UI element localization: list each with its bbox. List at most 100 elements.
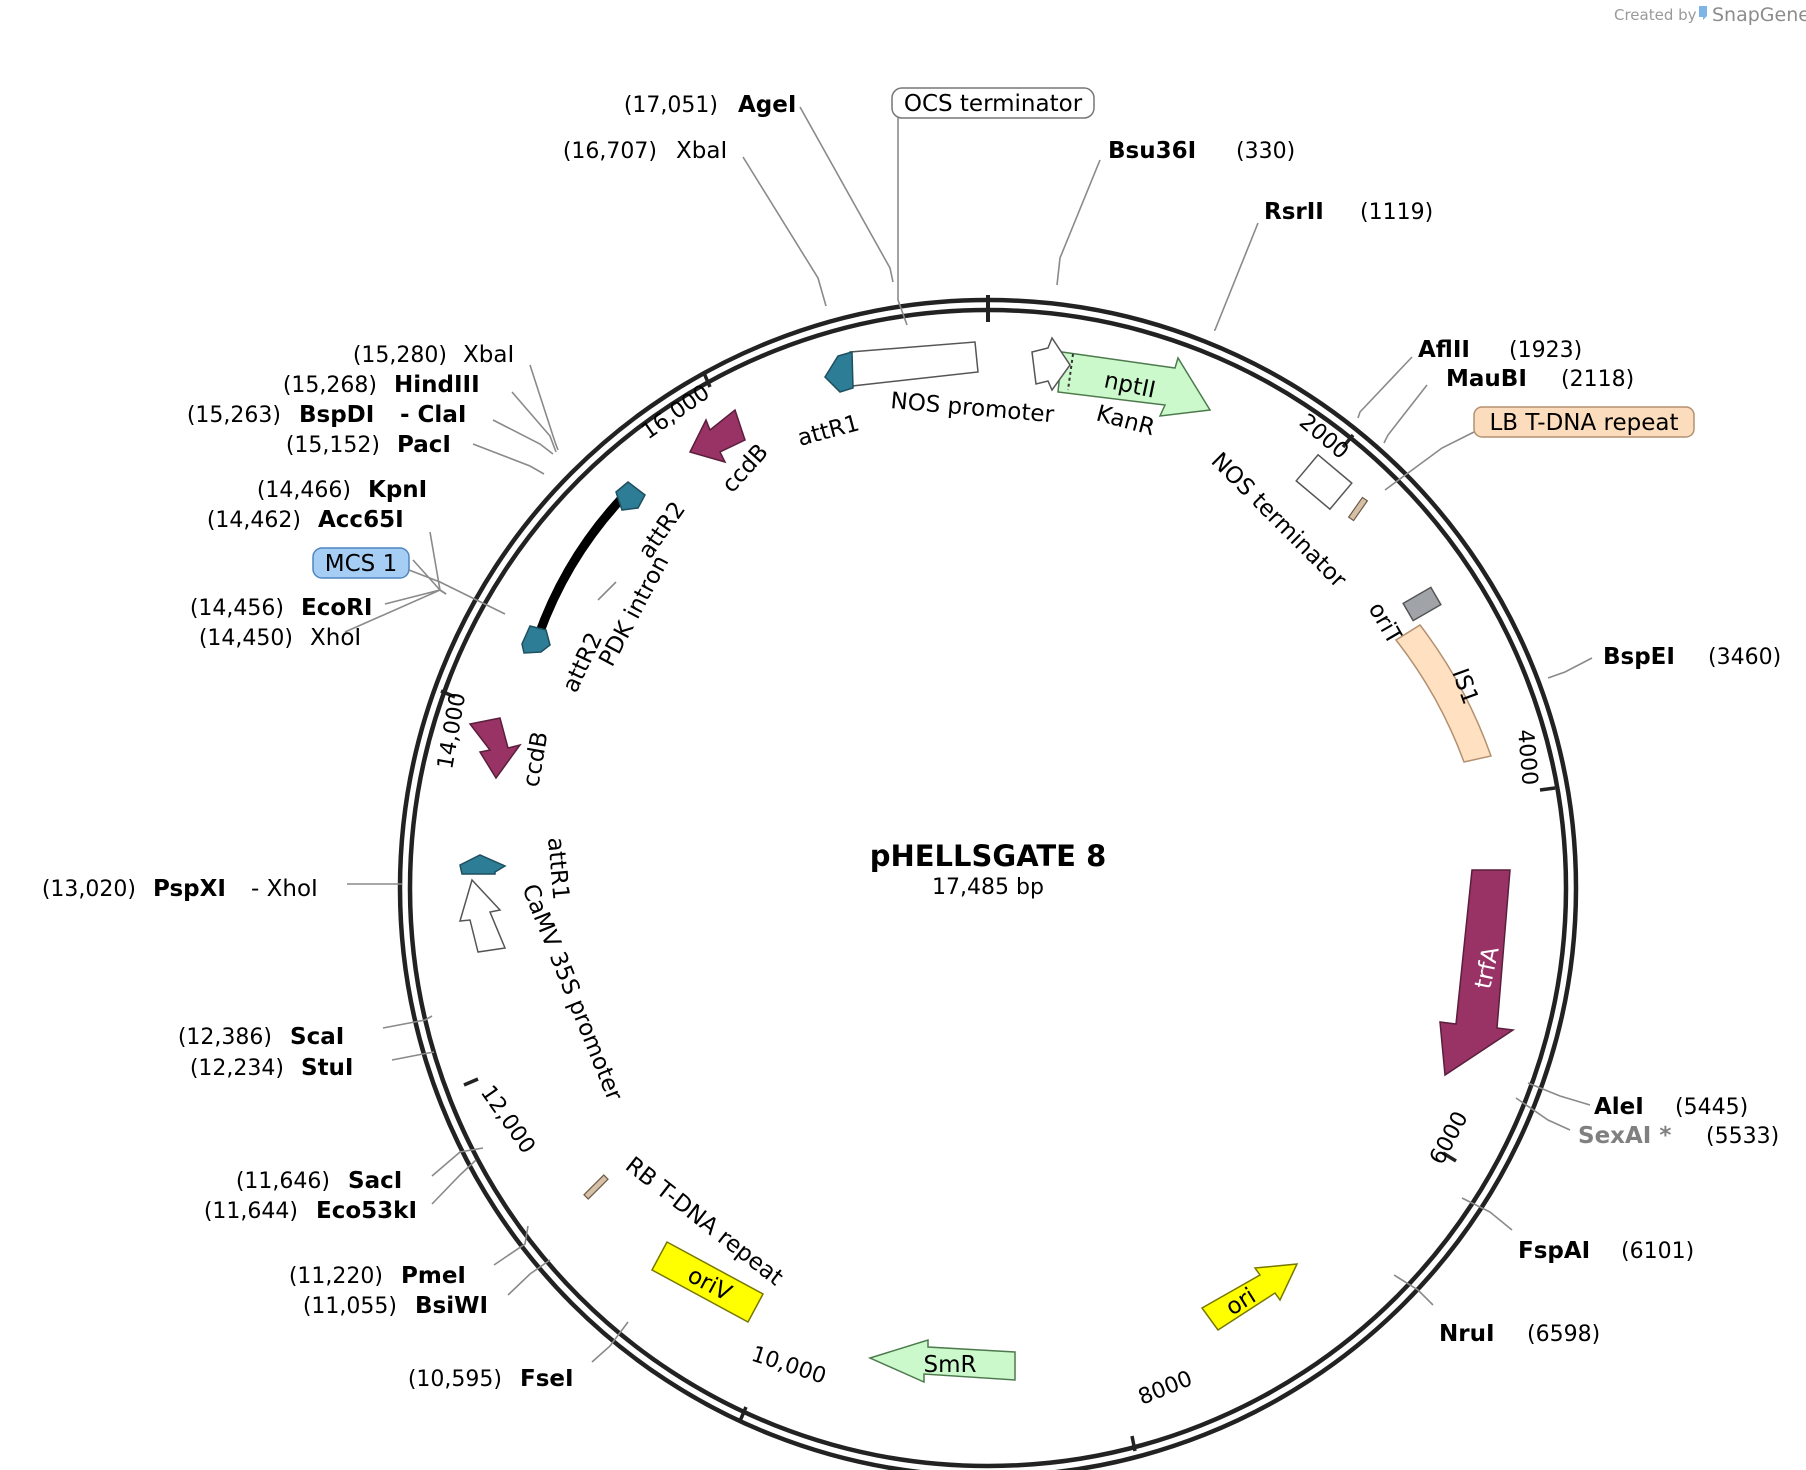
site-nrui: NruI (6598) bbox=[1439, 1321, 1600, 1347]
svg-text:HindIII: HindIII bbox=[394, 372, 480, 398]
svg-text:PacI: PacI bbox=[397, 432, 451, 458]
site-bspdi: (15,263) BspDI - ClaI bbox=[187, 402, 467, 428]
rb-repeat-feature bbox=[583, 1174, 609, 1200]
svg-text:- XhoI: - XhoI bbox=[251, 876, 318, 902]
attr2-upper-label: attR2 bbox=[634, 497, 691, 563]
pdk-intron-feature bbox=[533, 494, 626, 639]
site-leaders bbox=[344, 106, 1593, 1363]
ocs-terminator-label: OCS terminator bbox=[904, 91, 1083, 117]
trfa-feature bbox=[1439, 869, 1516, 1077]
svg-text:StuI: StuI bbox=[301, 1055, 354, 1081]
svg-text:(3460): (3460) bbox=[1708, 645, 1781, 670]
svg-text:(11,055): (11,055) bbox=[303, 1294, 397, 1319]
site-fsei: (10,595) FseI bbox=[408, 1366, 574, 1392]
site-bsu36i: Bsu36I (330) bbox=[1108, 138, 1295, 164]
site-maubi: MauBI (2118) bbox=[1446, 366, 1634, 392]
camv-promoter-feature bbox=[458, 878, 507, 953]
site-pspxi: (13,020) PspXI - XhoI bbox=[42, 876, 318, 902]
ori-feature bbox=[1200, 1263, 1299, 1332]
svg-text:FseI: FseI bbox=[520, 1366, 574, 1392]
svg-text:(11,644): (11,644) bbox=[204, 1199, 298, 1224]
svg-text:(17,051): (17,051) bbox=[624, 93, 718, 118]
svg-text:Eco53kI: Eco53kI bbox=[316, 1198, 417, 1224]
svg-text:(5445): (5445) bbox=[1675, 1095, 1748, 1120]
mcs-label-box bbox=[312, 547, 410, 579]
ccdb-lower-feature bbox=[468, 717, 522, 780]
svg-text:NruI: NruI bbox=[1439, 1321, 1495, 1347]
svg-text:EcoRI: EcoRI bbox=[301, 595, 372, 621]
site-eco53ki: (11,644) Eco53kI bbox=[204, 1198, 417, 1224]
svg-text:PspXI: PspXI bbox=[153, 876, 226, 902]
site-scai: (12,386) ScaI bbox=[178, 1024, 344, 1050]
site-sexai: SexAI * (5533) bbox=[1578, 1123, 1779, 1149]
svg-text:ScaI: ScaI bbox=[290, 1024, 344, 1050]
ocs-terminator-leader bbox=[897, 118, 908, 326]
svg-text:MauBI: MauBI bbox=[1446, 366, 1527, 392]
smr-feature bbox=[867, 1338, 1016, 1384]
snapgene-logo-icon bbox=[1699, 6, 1707, 20]
lb-repeat-leader bbox=[1384, 431, 1475, 491]
site-bspei: BspEI (3460) bbox=[1603, 644, 1781, 670]
site-acc65i: (14,462) Acc65I bbox=[207, 507, 404, 533]
svg-text:SacI: SacI bbox=[348, 1168, 402, 1194]
svg-text:(12,386): (12,386) bbox=[178, 1025, 272, 1050]
lb-repeat-label: LB T-DNA repeat bbox=[1489, 410, 1678, 436]
site-agei: (17,051) AgeI bbox=[624, 92, 797, 118]
tick-label-6000: 6000 bbox=[1425, 1108, 1473, 1169]
site-rsrii: RsrII (1119) bbox=[1264, 199, 1433, 225]
ccdb-lower-label: ccdB bbox=[518, 730, 553, 789]
site-kpni: (14,466) KpnI bbox=[257, 477, 427, 503]
svg-text:FspAI: FspAI bbox=[1518, 1238, 1590, 1264]
tick-label-12000: 12,000 bbox=[475, 1081, 540, 1158]
svg-text:(15,268): (15,268) bbox=[283, 373, 377, 398]
camv-label: CaMV 35S promoter bbox=[516, 881, 627, 1105]
svg-text:(14,450): (14,450) bbox=[199, 626, 293, 651]
tick-label-8000: 8000 bbox=[1135, 1366, 1196, 1410]
site-bsiwi: (11,055) BsiWI bbox=[303, 1293, 488, 1319]
svg-text:(11,220): (11,220) bbox=[289, 1264, 383, 1289]
svg-text:(15,280): (15,280) bbox=[353, 343, 447, 368]
nos-terminator-feature bbox=[1295, 453, 1353, 511]
svg-text:SexAI *: SexAI * bbox=[1578, 1123, 1671, 1149]
kanr-label: KanR bbox=[1093, 401, 1157, 441]
svg-text:(14,456): (14,456) bbox=[190, 596, 284, 621]
svg-text:(14,462): (14,462) bbox=[207, 508, 301, 533]
orit-feature bbox=[1402, 586, 1442, 622]
plasmid-length: 17,485 bp bbox=[932, 875, 1044, 900]
site-xbai-15280: (15,280) XbaI bbox=[353, 342, 514, 368]
svg-text:(1119): (1119) bbox=[1360, 200, 1433, 225]
lb-repeat-feature bbox=[1347, 496, 1369, 522]
attr2-upper-feature bbox=[615, 481, 646, 511]
mcs-leader bbox=[408, 569, 506, 615]
svg-text:(12,234): (12,234) bbox=[190, 1056, 284, 1081]
svg-text:AflII: AflII bbox=[1418, 337, 1470, 363]
svg-text:AgeI: AgeI bbox=[738, 92, 796, 118]
svg-text:(1923): (1923) bbox=[1509, 338, 1582, 363]
svg-text:(2118): (2118) bbox=[1561, 367, 1634, 392]
svg-text:(15,152): (15,152) bbox=[286, 433, 380, 458]
credit-prefix: Created by bbox=[1614, 6, 1697, 24]
svg-text:Acc65I: Acc65I bbox=[318, 507, 404, 533]
svg-text:PmeI: PmeI bbox=[401, 1263, 466, 1289]
svg-text:BsiWI: BsiWI bbox=[415, 1293, 488, 1319]
svg-text:(6101): (6101) bbox=[1621, 1239, 1694, 1264]
svg-text:(6598): (6598) bbox=[1527, 1322, 1600, 1347]
svg-text:(10,595): (10,595) bbox=[408, 1367, 502, 1392]
svg-text:(13,020): (13,020) bbox=[42, 877, 136, 902]
tick-marks bbox=[440, 372, 1556, 1452]
smr-label: SmR bbox=[924, 1352, 977, 1378]
nos-promoter-feature bbox=[849, 341, 979, 387]
attr2-lower-feature bbox=[521, 625, 551, 654]
attr1-top-feature bbox=[824, 351, 854, 393]
nos-promoter-label: NOS promoter bbox=[889, 388, 1055, 428]
site-xbai-16707: (16,707) XbaI bbox=[563, 138, 727, 164]
site-ecori: (14,456) EcoRI bbox=[190, 595, 373, 621]
mcs-label: MCS 1 bbox=[325, 551, 397, 577]
attr1-left-label: attR1 bbox=[542, 836, 573, 901]
site-paci: (15,152) PacI bbox=[286, 432, 451, 458]
svg-text:BspEI: BspEI bbox=[1603, 644, 1675, 670]
site-aflii: AflII (1923) bbox=[1418, 337, 1582, 363]
is1-feature bbox=[1394, 624, 1492, 763]
svg-text:(330): (330) bbox=[1236, 139, 1295, 164]
svg-text:(11,646): (11,646) bbox=[236, 1169, 330, 1194]
